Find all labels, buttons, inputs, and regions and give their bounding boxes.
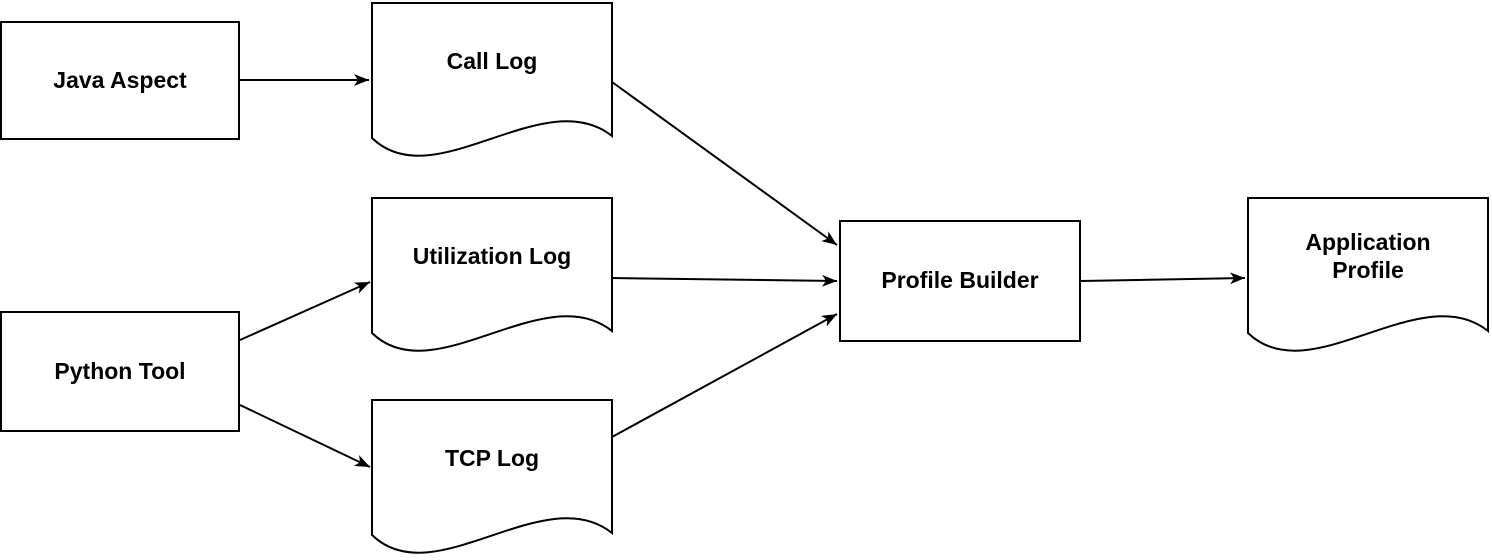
node-tcp-log bbox=[371, 399, 613, 560]
node-profile-builder bbox=[839, 220, 1081, 342]
edge-profile-builder-to-application-profile bbox=[1080, 272, 1246, 285]
node-call-log bbox=[371, 2, 613, 164]
edge-call-log-to-profile-builder bbox=[611, 81, 838, 246]
edge-utilization-log-to-profile-builder bbox=[610, 274, 838, 287]
node-utilization-log bbox=[371, 197, 613, 359]
node-python-tool bbox=[0, 311, 240, 432]
edge-python-tool-to-utilization-log bbox=[239, 281, 371, 341]
node-application-profile bbox=[1247, 197, 1489, 359]
edge-tcp-log-to-profile-builder bbox=[611, 313, 838, 438]
document-shape bbox=[371, 197, 613, 352]
edge-python-tool-to-tcp-log bbox=[239, 404, 371, 468]
node-java-aspect bbox=[0, 21, 240, 140]
document-shape bbox=[1247, 197, 1489, 352]
document-shape bbox=[371, 399, 613, 554]
document-shape bbox=[371, 2, 613, 157]
